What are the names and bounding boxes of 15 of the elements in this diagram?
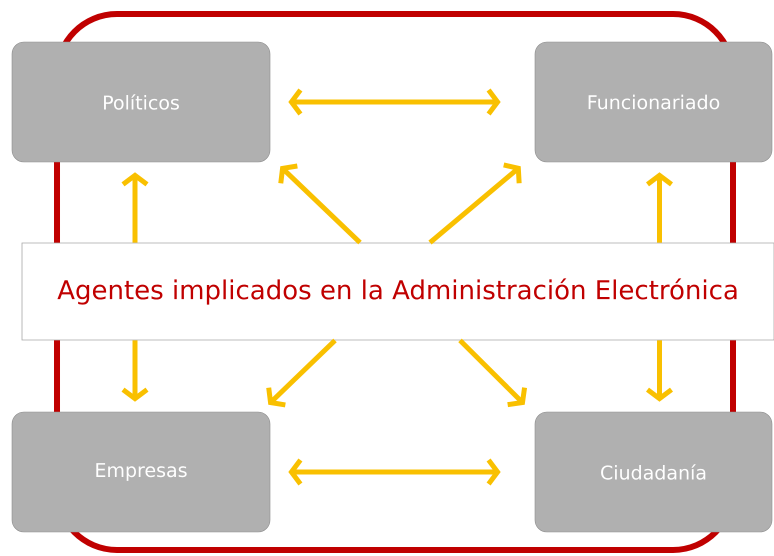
agent-box: Políticos (12, 42, 270, 162)
agent-box: Ciudadanía (534, 412, 772, 532)
arrow (122, 340, 148, 402)
agent-box: Empresas (12, 412, 270, 532)
arrow (458, 338, 528, 408)
title-banner: Agentes implicados en la Administración Electrónica (22, 242, 774, 340)
arrow (278, 164, 362, 244)
arrow (646, 172, 673, 243)
agent-box: Funcionariado (534, 42, 772, 162)
arrow (646, 340, 673, 402)
arrow (288, 88, 501, 116)
arrow (266, 338, 337, 408)
arrow (288, 458, 501, 486)
arrow (428, 162, 522, 244)
arrow (122, 172, 148, 243)
